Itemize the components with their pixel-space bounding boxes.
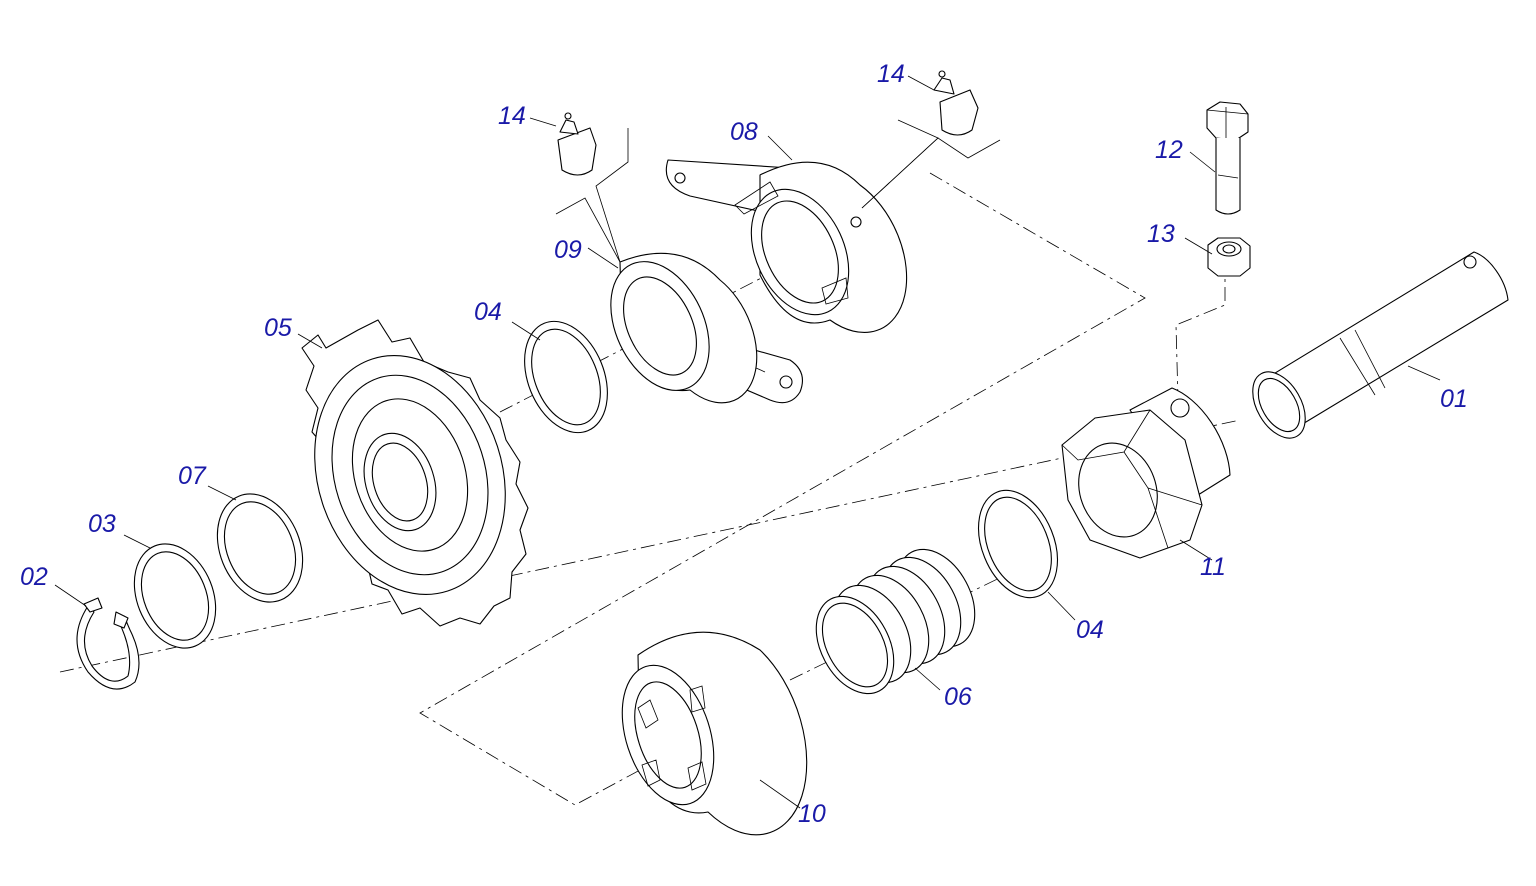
callout-labels: 01 02 03 04 04 05 06 07 08 09 10 11 12 1…	[20, 60, 1468, 828]
part-09-bearing-housing	[587, 247, 803, 404]
part-04-washer-right	[978, 489, 1076, 621]
callout-04-left: 04	[474, 298, 502, 326]
callout-12: 12	[1155, 136, 1183, 164]
main-axis-left	[59, 419, 1241, 673]
part-07-washer	[207, 485, 304, 603]
part-10-cam-cylinder	[621, 631, 808, 836]
part-03-washer	[123, 534, 217, 649]
callout-02: 02	[20, 563, 48, 591]
callout-09: 09	[554, 236, 582, 264]
part-13-nut	[1184, 237, 1251, 277]
callout-11: 11	[1200, 553, 1226, 581]
part-04-washer-left	[511, 320, 608, 434]
callout-04-right: 04	[1076, 616, 1104, 644]
callout-05: 05	[264, 314, 292, 342]
part-02-circlip	[54, 584, 140, 690]
part-12-bolt	[1189, 101, 1249, 215]
part-11-hex-collar	[1061, 387, 1231, 561]
callout-08: 08	[730, 118, 758, 146]
bolt-axis	[1175, 260, 1226, 401]
callout-14-left: 14	[498, 102, 526, 130]
callout-10: 10	[798, 800, 826, 828]
part-14-grease-nipple-left	[529, 112, 629, 263]
part-05-sprocket	[297, 319, 529, 627]
part-01-shaft	[1252, 251, 1509, 439]
callout-07: 07	[178, 462, 207, 490]
callout-14-right: 14	[877, 60, 905, 88]
part-06-spring	[815, 548, 976, 695]
callout-01: 01	[1440, 385, 1468, 413]
offset-frame	[419, 172, 1146, 806]
callout-13: 13	[1147, 220, 1175, 248]
callout-06: 06	[944, 683, 972, 711]
callout-03: 03	[88, 510, 116, 538]
part-14-grease-nipple-right	[861, 70, 1001, 209]
part-08-bearing-housing	[665, 135, 908, 333]
